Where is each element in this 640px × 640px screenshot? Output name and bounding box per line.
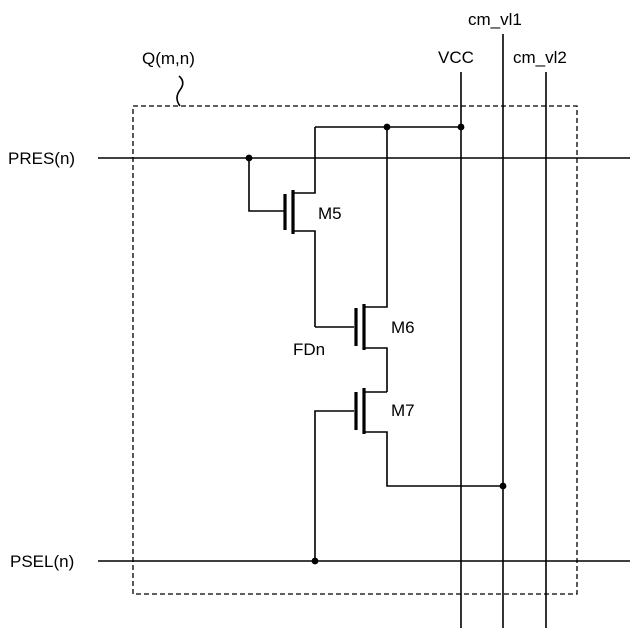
junction-rail-vcc: [458, 124, 465, 131]
vcc-label: VCC: [438, 48, 474, 67]
cm-vl2-label: cm_vl2: [513, 48, 567, 67]
m6-source-wire: [364, 348, 387, 392]
m6-drain-wire: [364, 127, 387, 307]
junction-rail-m6: [384, 124, 391, 131]
junction-m7-cmvl1: [500, 483, 507, 490]
m6-label: M6: [391, 318, 415, 337]
m5-source-wire: [293, 231, 315, 327]
m5-label: M5: [318, 204, 342, 223]
junction-psel-m7: [312, 558, 319, 565]
cell-label-leader: [177, 76, 183, 106]
cell-boundary: [133, 106, 577, 594]
cm-vl1-label: cm_vl1: [468, 10, 522, 29]
junction-pres-m5: [246, 155, 253, 162]
m7-gate-wire: [315, 411, 354, 561]
cell-label: Q(m,n): [142, 49, 195, 68]
m7-source-wire: [364, 432, 503, 486]
m7-label: M7: [391, 401, 415, 420]
psel-label: PSEL(n): [10, 552, 74, 571]
m5-gate-wire: [249, 158, 284, 211]
fd-label: FDn: [293, 340, 325, 359]
m5-drain-wire: [293, 127, 315, 193]
pres-label: PRES(n): [8, 149, 75, 168]
